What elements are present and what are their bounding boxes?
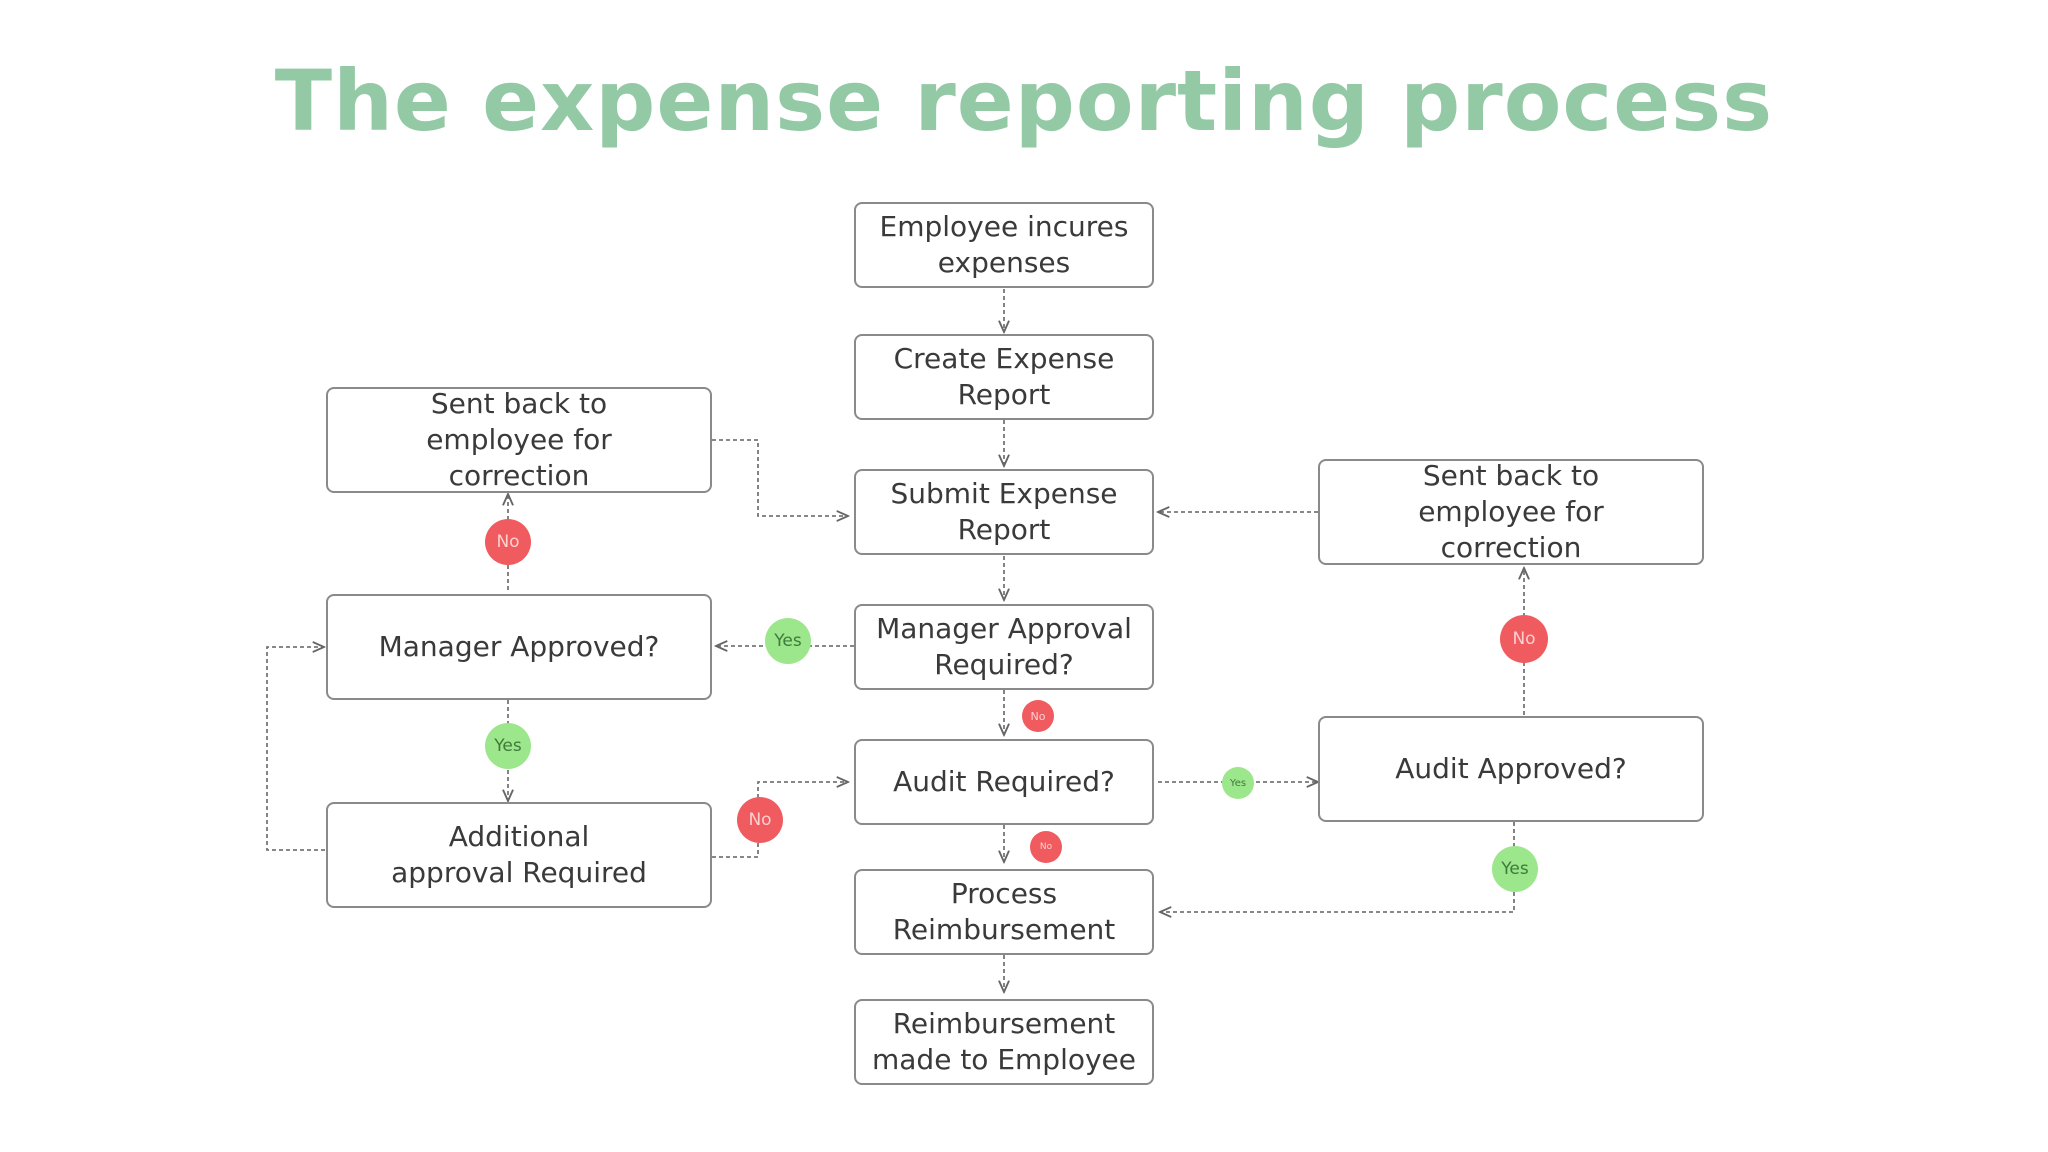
badge-no-additional-approval: No (737, 797, 783, 843)
connector-auditapproved-to-process (1160, 822, 1515, 912)
connector-additional-to-audit (712, 782, 848, 858)
node-create-expense-report: Create Expense Report (854, 334, 1154, 420)
node-submit-expense-report: Submit Expense Report (854, 469, 1154, 555)
badge-yes-audit-required: Yes (1222, 767, 1254, 799)
badge-yes-audit-approved: Yes (1492, 846, 1538, 892)
node-sent-back-right: Sent back to employee for correction (1318, 459, 1704, 565)
badge-no-manager-approved: No (485, 519, 531, 565)
node-manager-approval-required: Manager Approval Required? (854, 604, 1154, 690)
node-audit-required: Audit Required? (854, 739, 1154, 825)
node-reimbursement-made: Reimbursement made to Employee (854, 999, 1154, 1085)
badge-no-manager-approval-required: No (1022, 700, 1054, 732)
node-additional-approval: Additional approval Required (326, 802, 712, 908)
node-audit-approved: Audit Approved? (1318, 716, 1704, 822)
connector-additional-to-mgrapproved (266, 647, 325, 851)
connector-sentback-left-to-submit (712, 439, 848, 516)
badge-no-audit-approved: No (1500, 615, 1548, 663)
page-title: The expense reporting process (274, 52, 1774, 150)
badge-yes-manager-approved: Yes (485, 723, 531, 769)
badge-no-audit-required: No (1030, 831, 1062, 863)
badge-yes-manager-approval-required: Yes (765, 618, 811, 664)
node-manager-approved: Manager Approved? (326, 594, 712, 700)
node-employee-incurs-expenses: Employee incures expenses (854, 202, 1154, 288)
node-sent-back-left: Sent back to employee for correction (326, 387, 712, 493)
node-process-reimbursement: Process Reimbursement (854, 869, 1154, 955)
